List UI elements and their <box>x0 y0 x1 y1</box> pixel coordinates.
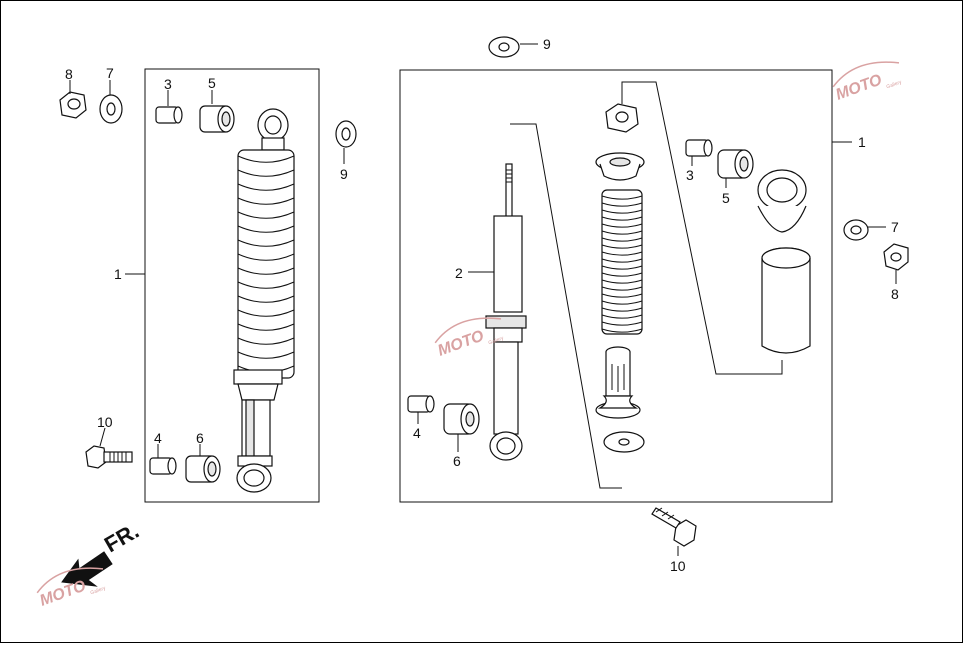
svg-text:Gallery: Gallery <box>90 585 107 596</box>
front-direction-arrow-icon <box>61 551 113 587</box>
right-bush-4 <box>407 395 435 413</box>
coil-turn <box>237 211 295 219</box>
coil-turn <box>237 225 295 233</box>
coil-turn <box>601 307 643 312</box>
coil-turn <box>601 300 643 305</box>
svg-text:Gallery: Gallery <box>488 335 505 346</box>
callout-9-left: 9 <box>340 166 348 182</box>
callout-8-left: 8 <box>65 66 73 82</box>
left-rubber-bush-6 <box>185 455 221 483</box>
callout-3-right: 3 <box>686 167 694 183</box>
left-nut-8 <box>59 91 87 119</box>
coil-turn <box>601 328 643 333</box>
coil-turn <box>237 351 295 359</box>
left-rubber-bush-5 <box>199 105 235 133</box>
left-bush-4 <box>149 457 177 475</box>
callout-6-left: 6 <box>196 430 204 446</box>
callout-7-left: 7 <box>106 65 114 81</box>
connector-upper <box>621 81 783 375</box>
coil-turn <box>237 183 295 191</box>
left-assembly-box <box>144 68 320 503</box>
lower-washer <box>603 431 645 453</box>
coil-turn <box>601 293 643 298</box>
coil-turn <box>601 216 643 221</box>
coil-turn <box>237 155 295 163</box>
callout-8-right: 8 <box>891 286 899 302</box>
coil-turn <box>601 321 643 326</box>
right-rubber-bush-5 <box>717 149 754 179</box>
left-bush-3 <box>155 106 183 124</box>
callout-10-bottom: 10 <box>670 558 686 574</box>
bump-stop <box>595 346 641 419</box>
leader-10-left <box>99 427 106 447</box>
right-washer-7 <box>843 219 869 241</box>
left-bolt-10 <box>85 445 133 469</box>
callout-4-left: 4 <box>154 430 162 446</box>
svg-text:MOTO: MOTO <box>834 71 885 103</box>
watermark-top-right: MOTO Gallery <box>832 61 903 104</box>
right-nut-8 <box>883 243 909 271</box>
right-assembly-box <box>399 69 833 503</box>
dust-cover <box>761 247 811 354</box>
coil-turn <box>237 267 295 275</box>
connector-damper <box>510 123 622 489</box>
top-washer-9 <box>488 36 520 58</box>
callout-5-right: 5 <box>722 190 730 206</box>
upper-mount <box>757 169 807 233</box>
coil-turn <box>601 279 643 284</box>
coil-turn <box>601 237 643 242</box>
coil-turn <box>601 230 643 235</box>
coil-turn <box>601 314 643 319</box>
coil-turn <box>601 223 643 228</box>
coil-turn <box>237 309 295 317</box>
damper-2 <box>485 163 527 461</box>
left-shock-absorber <box>233 108 295 493</box>
coil-turn <box>237 197 295 205</box>
callout-4-right: 4 <box>413 425 421 441</box>
svg-text:Gallery: Gallery <box>886 79 903 90</box>
coil-turn <box>601 209 643 214</box>
coil-turn <box>601 286 643 291</box>
callout-1-right: 1 <box>858 134 866 150</box>
upper-nut <box>605 103 639 133</box>
callout-2: 2 <box>455 265 463 281</box>
coil-turn <box>237 253 295 261</box>
callout-3-left: 3 <box>164 76 172 92</box>
coil-turn <box>237 295 295 303</box>
callout-1-left: 1 <box>114 266 122 282</box>
coil-turn <box>601 265 643 270</box>
left-coil-spring <box>237 149 295 379</box>
coil-turn <box>601 258 643 263</box>
callout-7-right: 7 <box>891 219 899 235</box>
callout-5-left: 5 <box>208 75 216 91</box>
coil-turn <box>237 281 295 289</box>
coil-turn <box>601 195 643 200</box>
coil-turn <box>237 337 295 345</box>
coil-turn <box>601 272 643 277</box>
coil-turn <box>601 202 643 207</box>
svg-text:MOTO: MOTO <box>436 327 487 359</box>
spring-seat <box>595 152 645 181</box>
left-washer-7 <box>99 94 123 124</box>
right-rubber-bush-6 <box>443 403 480 435</box>
coil-turn <box>237 323 295 331</box>
coil-turn <box>237 239 295 247</box>
callout-6-right: 6 <box>453 453 461 469</box>
right-coil-spring <box>601 189 643 335</box>
coil-turn <box>601 251 643 256</box>
callout-10-left: 10 <box>97 414 113 430</box>
coil-turn <box>601 244 643 249</box>
right-bush-3 <box>685 139 713 157</box>
callout-9-top: 9 <box>543 36 551 52</box>
coil-turn <box>237 169 295 177</box>
front-direction-label: FR. <box>100 518 143 557</box>
left-washer-9 <box>335 120 357 148</box>
bottom-bolt-10 <box>651 507 697 547</box>
